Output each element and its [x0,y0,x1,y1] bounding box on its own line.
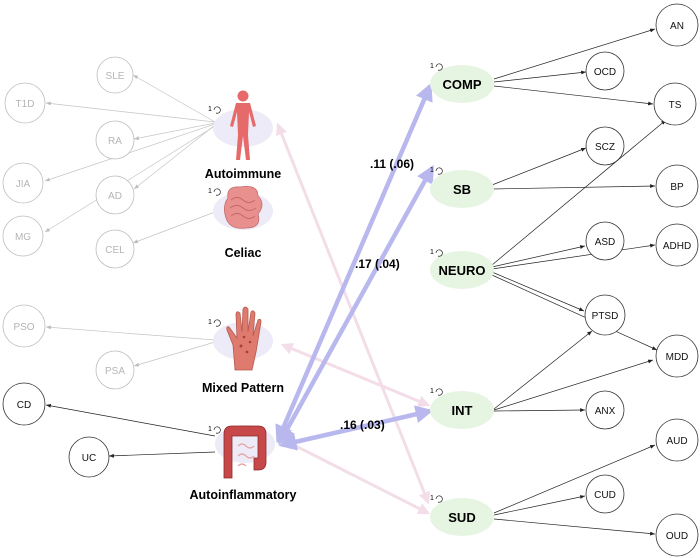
svg-text:TS: TS [669,100,682,111]
path-autoinflammatory-comp [275,82,433,444]
indicator-bp: BP [655,164,699,208]
svg-text:CUD: CUD [594,490,616,501]
indicator-mdd: MDD [655,334,699,378]
svg-text:AN: AN [670,21,684,32]
indicator-cud: CUD [585,474,625,514]
svg-text:SCZ: SCZ [595,142,615,153]
significant-covariance-paths [275,82,434,451]
psych-factor-neuro: 1 NEURO [430,249,494,289]
indicator-ts: TS [653,82,697,126]
svg-text:CEL: CEL [105,245,125,256]
svg-text:OUD: OUD [666,531,688,542]
immune-factor-mixed: 1 Mixed Pattern [202,306,284,395]
svg-text:AUD: AUD [666,436,687,447]
svg-text:1: 1 [430,495,434,502]
indicator-anx: ANX [585,390,625,430]
immune-factor-autoinflammatory: 1 Autoinflammatory [190,425,297,502]
svg-text:AD: AD [108,191,122,202]
svg-text:ANX: ANX [595,406,616,417]
small-intestine-icon [224,186,263,229]
immune-factor-celiac: 1 Celiac [208,186,273,260]
indicator-ptsd: PTSD [584,294,626,336]
svg-text:INT: INT [452,403,473,418]
indicator-jia: JIA [2,162,44,204]
coef-int-autoinflammatory: .16 (.03) [340,418,385,432]
svg-text:Autoinflammatory: Autoinflammatory [190,488,297,502]
svg-text:1: 1 [208,188,212,195]
indicator-t1d: T1D [4,82,46,124]
svg-text:1: 1 [208,106,212,113]
path-autoinflammatory-int [278,405,434,451]
large-intestine-icon [223,425,267,479]
coef-comp-autoinflammatory: .11 (.06) [370,157,414,171]
indicator-an: AN [655,3,699,47]
svg-text:1: 1 [430,249,434,256]
svg-text:T1D: T1D [16,99,35,110]
psych-factor-comp: 1 COMP [430,63,494,103]
svg-text:1: 1 [208,426,212,433]
svg-text:1: 1 [430,388,434,395]
svg-text:NEURO: NEURO [439,263,486,278]
svg-text:JIA: JIA [16,179,31,190]
indicator-sle: SLE [96,56,134,94]
indicator-adhd: ADHD [655,223,699,267]
indicator-asd: ASD [585,221,625,261]
indicator-cd: CD [2,382,46,426]
coef-sb-autoinflammatory: .17 (.04) [355,257,400,271]
indicator-mg: MG [2,215,44,257]
svg-text:PSO: PSO [13,322,34,333]
svg-text:SB: SB [453,182,471,197]
indicator-pso: PSO [2,304,46,348]
svg-text:ASD: ASD [595,237,616,248]
immune-indicators: SLE T1D RA JIA AD MG CEL PSO PSA CD UC [2,56,135,478]
indicator-oud: OUD [655,513,699,557]
svg-text:MG: MG [15,232,31,243]
psych-factor-sb: 1 SB [430,167,494,208]
svg-text:Celiac: Celiac [225,246,262,260]
indicator-ad: AD [95,175,135,215]
immune-factor-autoimmune: 1 Autoimmune [205,90,281,181]
indicator-ra: RA [95,120,135,160]
indicator-aud: AUD [655,418,699,462]
indicator-scz: SCZ [585,126,625,166]
svg-text:UC: UC [82,453,96,464]
indicator-psa: PSA [95,350,135,390]
svg-text:Autoimmune: Autoimmune [205,167,281,181]
svg-text:MDD: MDD [666,352,689,363]
psych-factor-sud: 1 SUD [430,495,494,536]
human-body-icon [230,90,256,160]
svg-text:CD: CD [17,400,31,411]
svg-text:1: 1 [430,63,434,70]
indicator-ocd: OCD [585,51,625,91]
svg-text:ADHD: ADHD [663,241,691,252]
faint-covariance-paths [275,122,431,515]
svg-text:BP: BP [670,182,684,193]
psych-indicators: AN OCD TS SCZ BP ASD ADHD PTSD MDD ANX A… [584,3,699,557]
indicator-cel: CEL [95,229,135,269]
svg-text:SLE: SLE [106,71,125,82]
svg-text:OCD: OCD [594,67,616,78]
svg-text:PTSD: PTSD [592,311,619,322]
svg-text:SUD: SUD [448,510,475,525]
svg-text:1: 1 [430,167,434,174]
indicator-uc: UC [68,436,110,478]
path-autoinflammatory-sb [278,164,434,446]
svg-text:RA: RA [108,136,122,147]
psych-factor-int: 1 INT [430,388,494,429]
hand-icon [226,306,262,371]
psych-loadings [491,28,667,536]
svg-text:Mixed Pattern: Mixed Pattern [202,381,284,395]
svg-text:COMP: COMP [443,77,482,92]
immune-loadings [44,74,216,458]
svg-text:PSA: PSA [105,366,125,377]
svg-text:1: 1 [208,319,212,326]
path-autoinflammatory-sud [281,438,431,515]
